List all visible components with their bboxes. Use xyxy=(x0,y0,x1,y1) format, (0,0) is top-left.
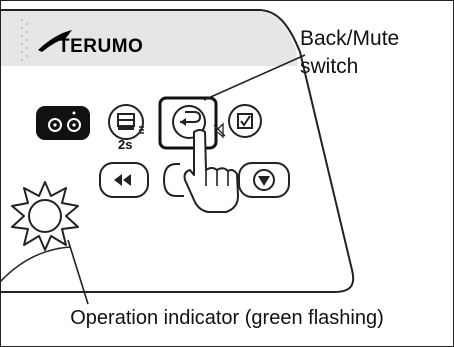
blank-icon[interactable] xyxy=(162,163,184,197)
screen-icon[interactable] xyxy=(108,104,144,140)
back-mute-callout-line1: Back/Mute xyxy=(300,27,400,50)
back-mute-callout-line2: switch xyxy=(300,55,359,78)
dual-dot-icon xyxy=(36,106,90,140)
operation-indicator-light xyxy=(11,181,79,251)
panel-curve xyxy=(0,246,71,283)
logo-swoosh-icon xyxy=(38,30,72,52)
checkbox-icon[interactable] xyxy=(228,104,262,138)
operation-indicator-callout: Operation indicator (green flashing) xyxy=(70,307,384,329)
hand-finger-lines xyxy=(205,170,229,186)
indicator-leader-line xyxy=(67,239,89,305)
device-panel xyxy=(0,9,355,293)
back-mute-highlight xyxy=(158,96,218,150)
brand-logo-text: TERUMO xyxy=(58,36,144,57)
pointing-hand-icon xyxy=(183,129,239,213)
stop-circle-icon[interactable] xyxy=(238,162,290,198)
back-mute-leader-line xyxy=(203,54,306,101)
panel-brand-band xyxy=(1,11,298,66)
mute-icon xyxy=(213,122,226,139)
timer-label: 2s xyxy=(118,137,133,152)
texture-dots xyxy=(21,19,28,61)
back-mute-callout: Back/Mute switch xyxy=(300,25,399,81)
rewind-icon[interactable] xyxy=(99,162,149,198)
